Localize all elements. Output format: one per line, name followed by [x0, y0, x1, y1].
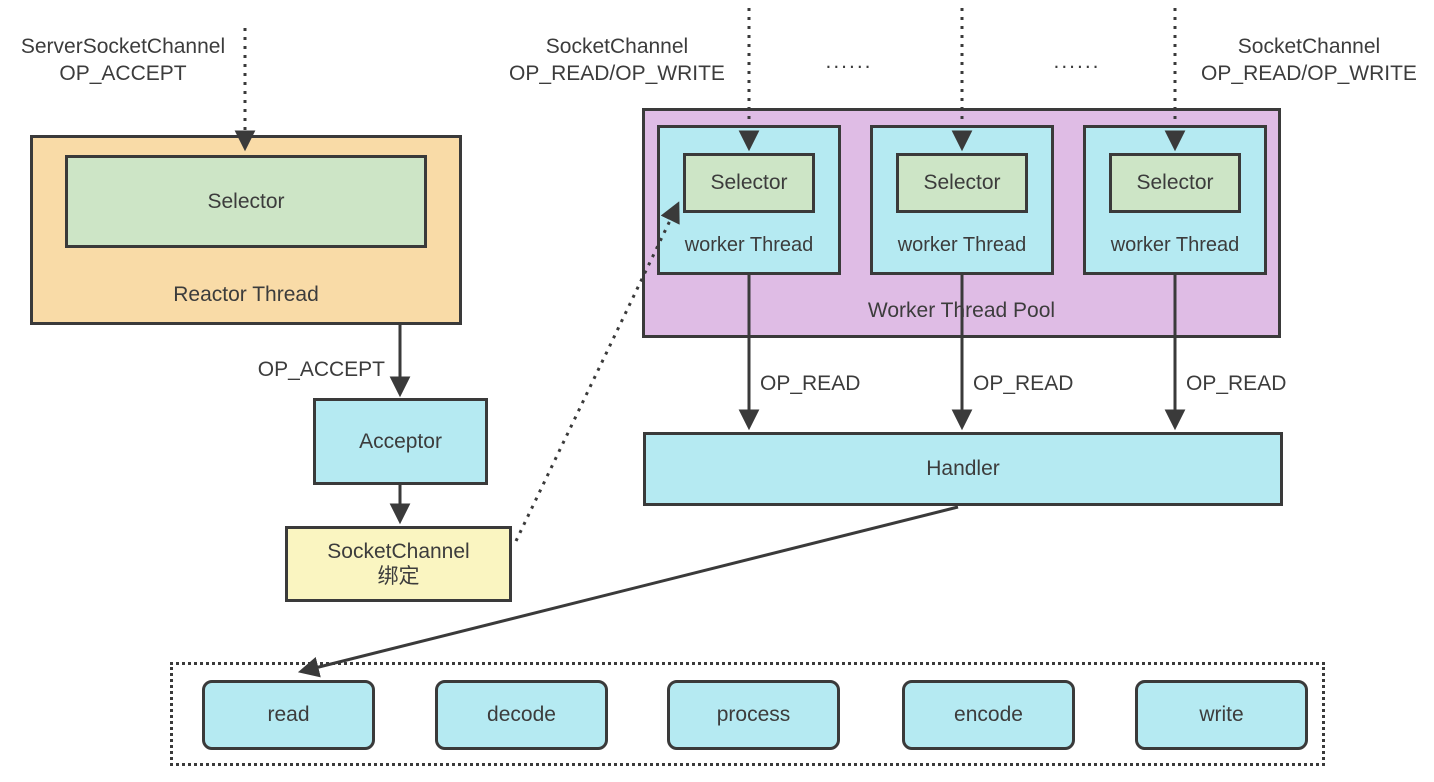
- worker-thread-label-2: worker Thread: [897, 234, 1027, 256]
- acceptor-label: Acceptor: [359, 429, 442, 453]
- socket-channel-left-label: SocketChannel OP_READ/OP_WRITE: [494, 33, 740, 87]
- socket-channel-left-line2: OP_READ/OP_WRITE: [509, 62, 725, 85]
- reactor-selector-box: Selector: [65, 155, 427, 248]
- worker-thread-box-3: Selector worker Thread: [1083, 125, 1267, 275]
- socket-bind-line2: 绑定: [377, 565, 420, 588]
- pipeline-step-read: read: [202, 680, 375, 750]
- reactor-thread-label: Reactor Thread: [173, 283, 319, 306]
- worker-selector-box-3: Selector: [1109, 153, 1241, 213]
- pipeline-step-write-label: write: [1199, 703, 1244, 726]
- op-read-label-1: OP_READ: [760, 372, 861, 395]
- op-accept-label: OP_ACCEPT: [257, 358, 385, 381]
- worker-selector-label-2: Selector: [923, 171, 1001, 194]
- handler-box: Handler: [643, 432, 1283, 506]
- server-socket-channel-line2: OP_ACCEPT: [59, 62, 187, 85]
- worker-selector-label-3: Selector: [1136, 171, 1214, 194]
- handler-label: Handler: [926, 457, 1000, 480]
- server-socket-channel-label: ServerSocketChannel OP_ACCEPT: [0, 33, 246, 87]
- worker-thread-pool-label: Worker Thread Pool: [867, 299, 1056, 322]
- pipeline-step-encode: encode: [902, 680, 1075, 750]
- pipeline-step-process-label: process: [716, 703, 791, 726]
- worker-selector-label-1: Selector: [710, 171, 788, 194]
- pipeline-step-decode-label: decode: [487, 703, 556, 726]
- acceptor-box: Acceptor: [313, 398, 488, 485]
- op-read-label-3: OP_READ: [1186, 372, 1287, 395]
- ellipsis-left: ......: [825, 50, 873, 73]
- reactor-selector-label: Selector: [207, 189, 285, 213]
- ellipsis-right: ......: [1053, 50, 1101, 73]
- worker-selector-box-1: Selector: [683, 153, 815, 213]
- socket-bind-line1: SocketChannel: [327, 540, 470, 563]
- socket-channel-right-line1: SocketChannel: [1237, 35, 1381, 58]
- worker-thread-box-2: Selector worker Thread: [870, 125, 1054, 275]
- socket-channel-right-label: SocketChannel OP_READ/OP_WRITE: [1186, 33, 1432, 87]
- pipeline-step-encode-label: encode: [954, 703, 1023, 726]
- worker-thread-label-3: worker Thread: [1110, 234, 1240, 256]
- op-read-label-2: OP_READ: [973, 372, 1074, 395]
- pipeline-step-decode: decode: [435, 680, 608, 750]
- socket-channel-right-line2: OP_READ/OP_WRITE: [1201, 62, 1417, 85]
- pipeline-step-process: process: [667, 680, 840, 750]
- pipeline-step-write: write: [1135, 680, 1308, 750]
- worker-thread-box-1: Selector worker Thread: [657, 125, 841, 275]
- worker-selector-box-2: Selector: [896, 153, 1028, 213]
- worker-thread-label-1: worker Thread: [684, 234, 814, 256]
- socket-channel-left-line1: SocketChannel: [545, 35, 689, 58]
- server-socket-channel-line1: ServerSocketChannel: [20, 35, 226, 58]
- pipeline-step-read-label: read: [267, 703, 310, 726]
- socket-bind-box: SocketChannel 绑定: [285, 526, 512, 602]
